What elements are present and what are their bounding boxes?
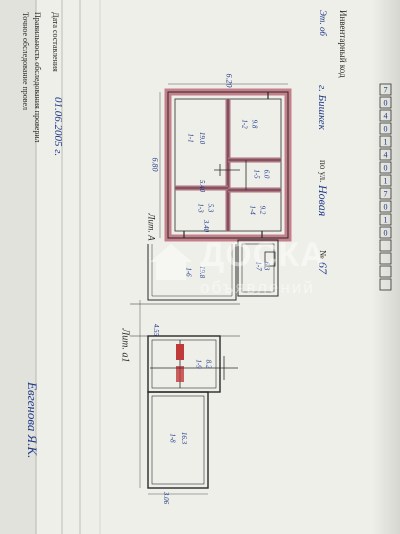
inventory-box — [379, 226, 392, 239]
dim-side: 5.40 — [198, 179, 207, 193]
room-1-5-num: 1-5 — [252, 169, 261, 179]
room-1-8-area: 16.3 — [180, 431, 189, 445]
room-1-4-area: 9.2 — [258, 205, 267, 215]
room-1-4-num: 1-4 — [248, 205, 257, 215]
inventory-box-digit: 1 — [384, 138, 388, 147]
inventory-box — [379, 265, 392, 278]
inventory-box — [379, 109, 392, 122]
inventory-box-digit: 0 — [384, 164, 388, 173]
margin-text-lines — [61, 0, 101, 534]
inventory-box-digit: 7 — [384, 86, 388, 95]
inventory-box — [379, 148, 392, 161]
room-1-1-num: 1-1 — [186, 133, 195, 143]
dim-bottom: 3.06 — [162, 491, 171, 505]
dim-side2: 6.80 — [150, 157, 160, 172]
inventory-box-digit: 0 — [384, 125, 388, 134]
room-1-9-num: 1-9 — [194, 359, 203, 369]
room-1-1-area: 19.0 — [198, 131, 207, 145]
inventory-box-digit: 4 — [384, 151, 388, 160]
inventory-box — [379, 122, 392, 135]
porch — [237, 239, 279, 297]
inventory-box — [379, 252, 392, 265]
inventory-box-digit: 7 — [384, 190, 388, 199]
building-upper — [164, 88, 292, 242]
room-1-8-num: 1-8 — [168, 433, 177, 443]
room-1-7-area: 6.3 — [262, 261, 271, 271]
dim-lower: 4.55 — [152, 323, 161, 337]
inventory-box — [379, 213, 392, 226]
room-1-9-area: 8.2 — [204, 359, 213, 369]
lit-a1-label: Лит. а1 — [119, 328, 131, 363]
room-1-5-area: 6.0 — [262, 169, 271, 179]
room-1-6-area: 19.8 — [198, 265, 207, 279]
page-shadow — [372, 0, 400, 534]
dim-mid: 3.40 — [202, 219, 211, 233]
paper-margin — [0, 0, 36, 534]
inventory-code-boxes: 7 0 4 0 1 4 0 1 7 0 1 0 — [379, 83, 392, 291]
inventory-box — [379, 278, 392, 291]
room-1-6-num: 1-6 — [184, 267, 193, 277]
inventory-box-digit: 4 — [384, 112, 388, 121]
inventory-box-digit: 1 — [384, 216, 388, 225]
inventory-box-digit: 0 — [384, 99, 388, 108]
room-1-3-area: 5.3 — [206, 203, 215, 213]
lit-a-label: Лит. А — [146, 213, 157, 241]
inventory-box — [379, 200, 392, 213]
middle-section — [147, 244, 237, 301]
inventory-box-digit: 0 — [384, 203, 388, 212]
room-1-2-area: 9.8 — [250, 119, 259, 129]
dimension-lines — [139, 83, 288, 495]
inventory-box — [379, 161, 392, 174]
inventory-box — [379, 135, 392, 148]
inventory-box-digit: 0 — [384, 229, 388, 238]
dim-top: 6.20 — [224, 73, 234, 88]
inventory-box — [379, 187, 392, 200]
inventory-box-digit: 1 — [384, 177, 388, 186]
inventory-box — [379, 174, 392, 187]
inventory-box — [379, 83, 392, 96]
building-lower — [130, 303, 240, 489]
room-1-2-num: 1-2 — [240, 119, 249, 129]
inventory-box — [379, 239, 392, 252]
room-1-3-num: 1-3 — [196, 203, 205, 213]
inventory-box — [379, 96, 392, 109]
